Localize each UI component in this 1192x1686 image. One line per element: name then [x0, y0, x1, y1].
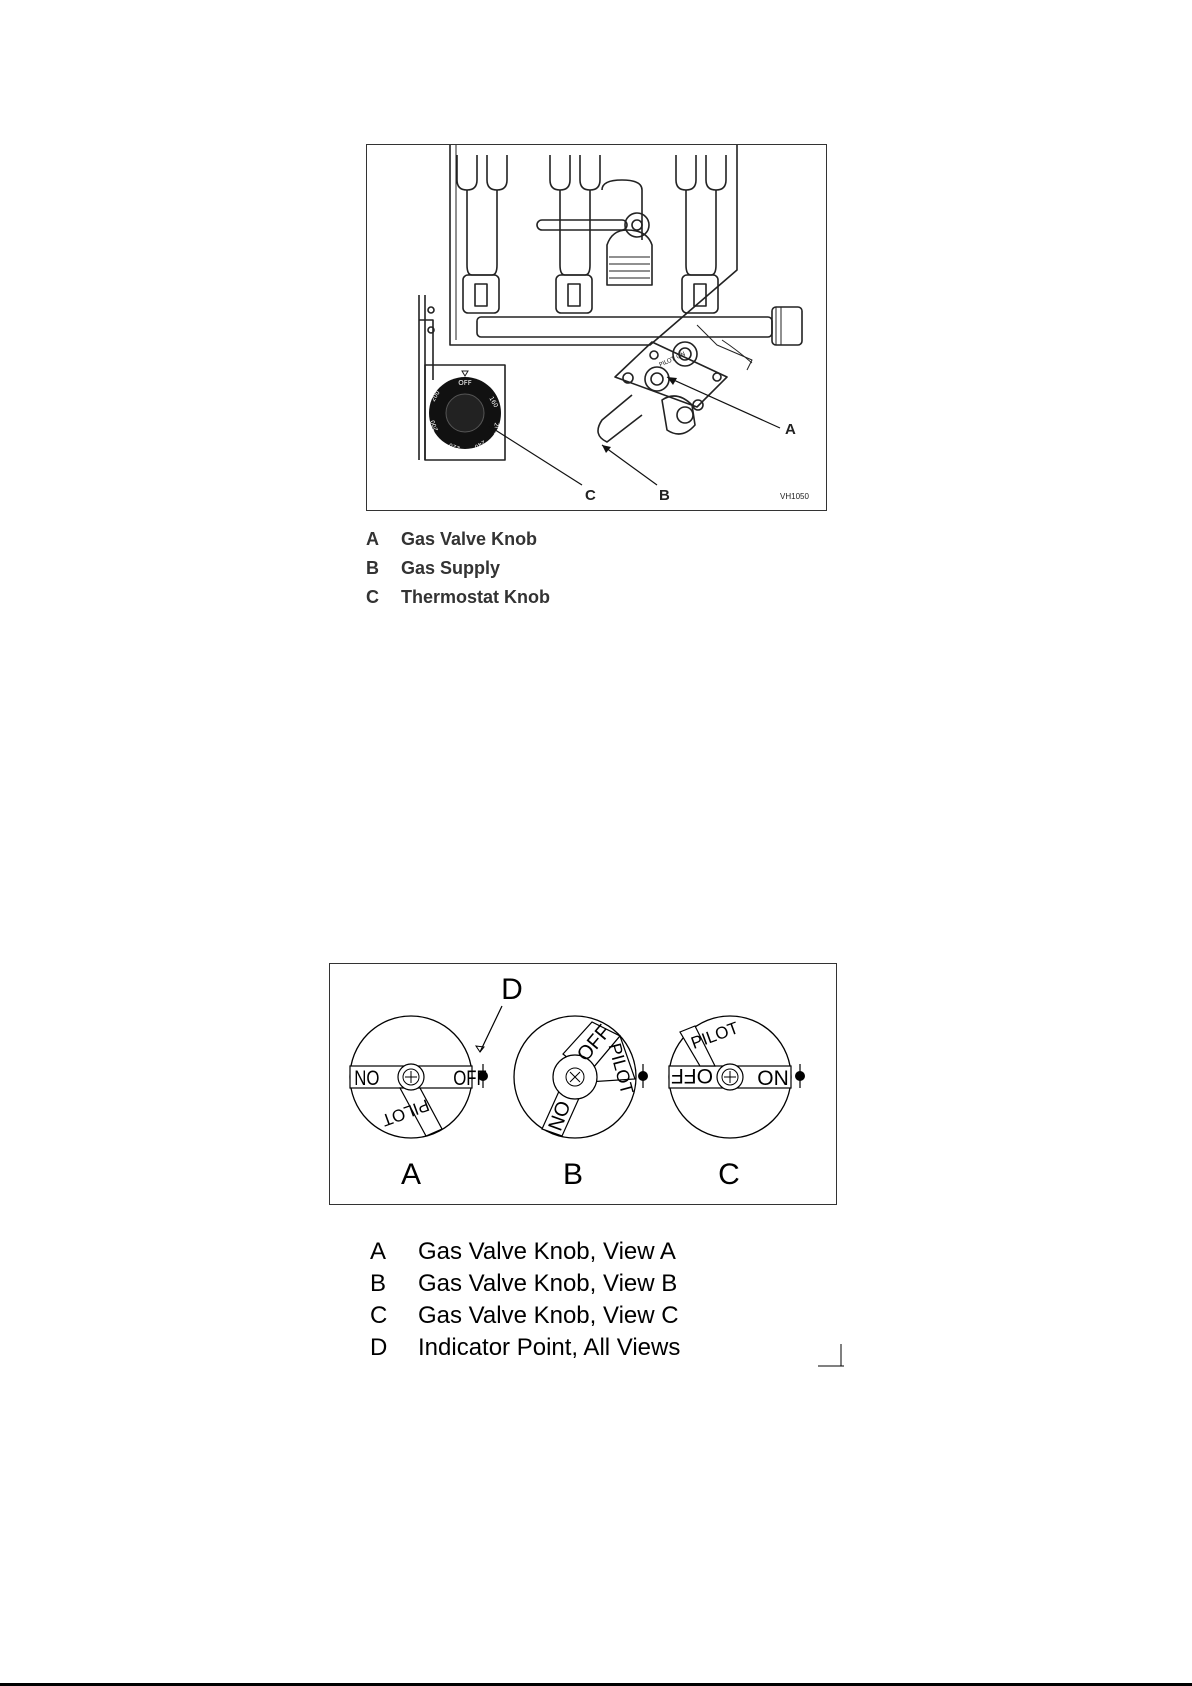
gas-controls-drawing: OFF 160 260 240 220 200 200 PILOT ON A B…	[367, 145, 826, 510]
callout-b: B	[659, 487, 670, 504]
legend-text: Gas Supply	[401, 558, 500, 587]
knob-view-c: PILOT OFF ON C	[669, 1016, 805, 1191]
burner-left	[457, 155, 507, 313]
legend-key: C	[366, 587, 401, 616]
knob-a-left-label: NO	[354, 1067, 379, 1090]
legend-key: D	[370, 1334, 418, 1366]
legend-key: C	[370, 1302, 418, 1334]
indicator-label-d: D	[501, 973, 523, 1006]
leader-line-b	[602, 445, 657, 485]
legend-text: Thermostat Knob	[401, 587, 550, 616]
dial-label-off: OFF	[458, 379, 472, 387]
legend-text: Gas Valve Knob	[401, 529, 537, 558]
callout-c: C	[585, 487, 596, 504]
knob-c-caption: C	[718, 1158, 740, 1191]
figure-code: VH1050	[780, 492, 809, 501]
leader-line-c	[489, 426, 582, 485]
knob-view-a: NO OFF PILOT A	[350, 1016, 488, 1191]
knob-a-caption: A	[401, 1158, 421, 1191]
gas-valve-body	[598, 325, 752, 442]
legend-text: Indicator Point, All Views	[418, 1334, 680, 1366]
knob-b-caption: B	[563, 1158, 583, 1191]
knob-views-drawing: D NO OFF PILOT A	[330, 964, 836, 1204]
legend-text: Gas Valve Knob, View B	[418, 1270, 677, 1302]
knob-c-right-label: ON	[757, 1067, 789, 1090]
burner-right	[676, 155, 726, 313]
legend-key: B	[366, 558, 401, 587]
burner-middle	[550, 155, 600, 313]
thermostat-dial: OFF 160 260 240 220 200 200	[429, 371, 501, 452]
figure-knob-views: D NO OFF PILOT A	[329, 963, 837, 1205]
corner-mark	[816, 1342, 846, 1368]
knob-c-left-label: OFF	[671, 1064, 713, 1087]
legend-key: B	[370, 1270, 418, 1302]
figure-gas-controls: OFF 160 260 240 220 200 200 PILOT ON A B…	[366, 144, 827, 511]
legend-key: A	[370, 1238, 418, 1270]
legend-text: Gas Valve Knob, View C	[418, 1302, 679, 1334]
legend-key: A	[366, 529, 401, 558]
callout-a: A	[785, 421, 796, 438]
legend-text: Gas Valve Knob, View A	[418, 1238, 676, 1270]
knob-view-b: OFF PILOT NO B	[514, 1016, 648, 1191]
